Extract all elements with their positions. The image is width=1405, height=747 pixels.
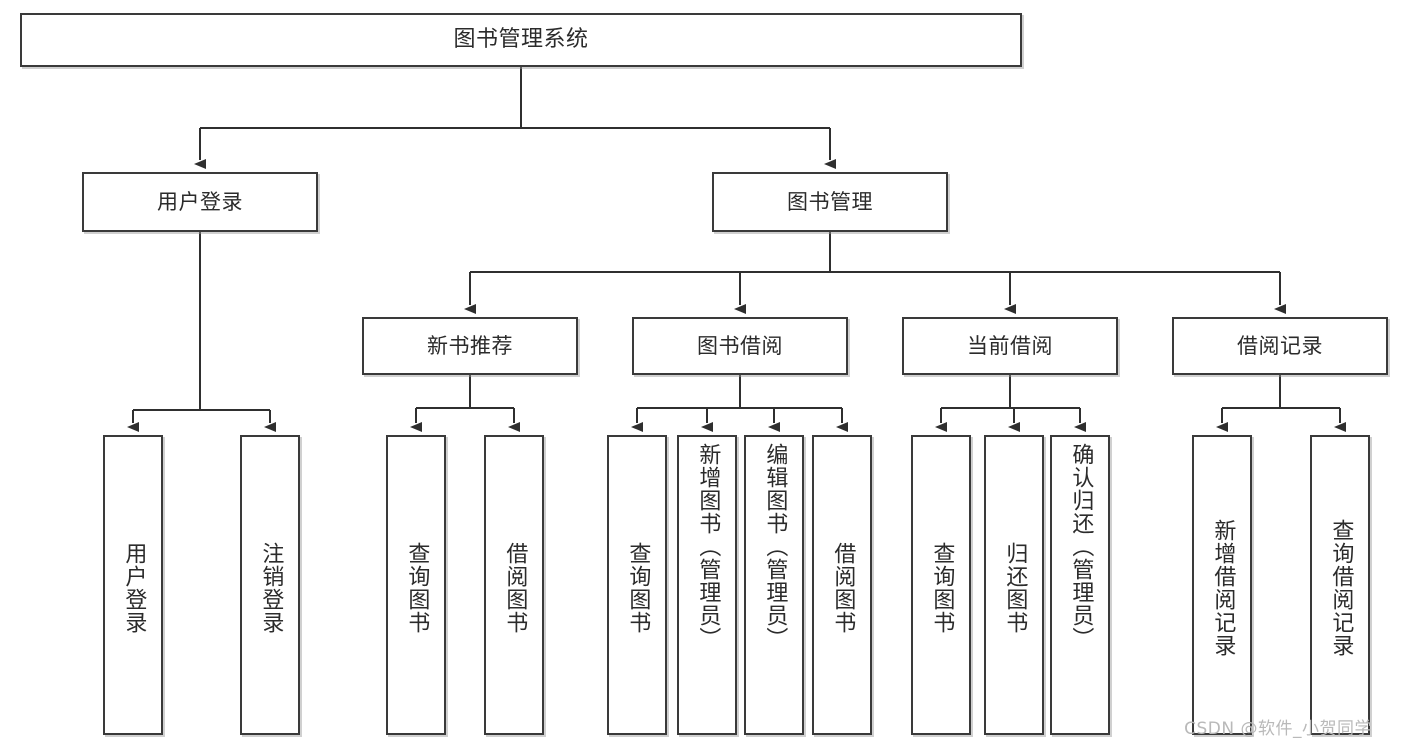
leaf-query-record[interactable]: 查询借阅记录: [1310, 435, 1370, 735]
leaf-borrow-book-1-label: 借阅图书: [502, 542, 528, 634]
leaf-add-record-label: 新增借阅记录: [1210, 519, 1236, 657]
leaf-add-book-label: 新增图书（管理员）: [695, 443, 721, 650]
leaf-query-book-1[interactable]: 查询图书: [386, 435, 446, 735]
leaf-return-book[interactable]: 归还图书: [984, 435, 1044, 735]
leaf-return-book-label: 归还图书: [1002, 542, 1028, 634]
leaf-user-login-label: 用户登录: [121, 542, 147, 634]
node-new-book-rec[interactable]: 新书推荐: [362, 317, 578, 375]
leaf-query-book-2-label: 查询图书: [625, 542, 651, 634]
node-book-borrow-label: 图书借阅: [697, 333, 783, 358]
node-current-borrow[interactable]: 当前借阅: [902, 317, 1118, 375]
node-user-login[interactable]: 用户登录: [82, 172, 318, 232]
leaf-user-logout[interactable]: 注销登录: [240, 435, 300, 735]
node-borrow-record[interactable]: 借阅记录: [1172, 317, 1388, 375]
node-borrow-record-label: 借阅记录: [1237, 333, 1323, 358]
leaf-borrow-book-2-label: 借阅图书: [830, 542, 856, 634]
node-user-login-label: 用户登录: [157, 189, 243, 214]
node-new-book-rec-label: 新书推荐: [427, 333, 513, 358]
node-root-label: 图书管理系统: [453, 27, 589, 53]
leaf-borrow-book-1[interactable]: 借阅图书: [484, 435, 544, 735]
leaf-edit-book-label: 编辑图书（管理员）: [762, 443, 788, 650]
leaf-edit-book[interactable]: 编辑图书（管理员）: [744, 435, 804, 735]
leaf-confirm-return-label: 确认归还（管理员）: [1068, 443, 1094, 650]
node-book-borrow[interactable]: 图书借阅: [632, 317, 848, 375]
leaf-add-record[interactable]: 新增借阅记录: [1192, 435, 1252, 735]
leaf-user-login[interactable]: 用户登录: [103, 435, 163, 735]
leaf-add-book[interactable]: 新增图书（管理员）: [677, 435, 737, 735]
leaf-query-record-label: 查询借阅记录: [1328, 519, 1354, 657]
leaf-user-logout-label: 注销登录: [258, 542, 284, 634]
leaf-query-book-3[interactable]: 查询图书: [911, 435, 971, 735]
csdn-watermark: CSDN @软件_小贺同学: [1184, 719, 1372, 739]
leaf-query-book-2[interactable]: 查询图书: [607, 435, 667, 735]
leaf-query-book-3-label: 查询图书: [929, 542, 955, 634]
node-current-borrow-label: 当前借阅: [967, 333, 1053, 358]
leaf-confirm-return[interactable]: 确认归还（管理员）: [1050, 435, 1110, 735]
node-book-manage-label: 图书管理: [787, 189, 873, 214]
node-root[interactable]: 图书管理系统: [20, 13, 1022, 67]
leaf-query-book-1-label: 查询图书: [404, 542, 430, 634]
node-book-manage[interactable]: 图书管理: [712, 172, 948, 232]
leaf-borrow-book-2[interactable]: 借阅图书: [812, 435, 872, 735]
